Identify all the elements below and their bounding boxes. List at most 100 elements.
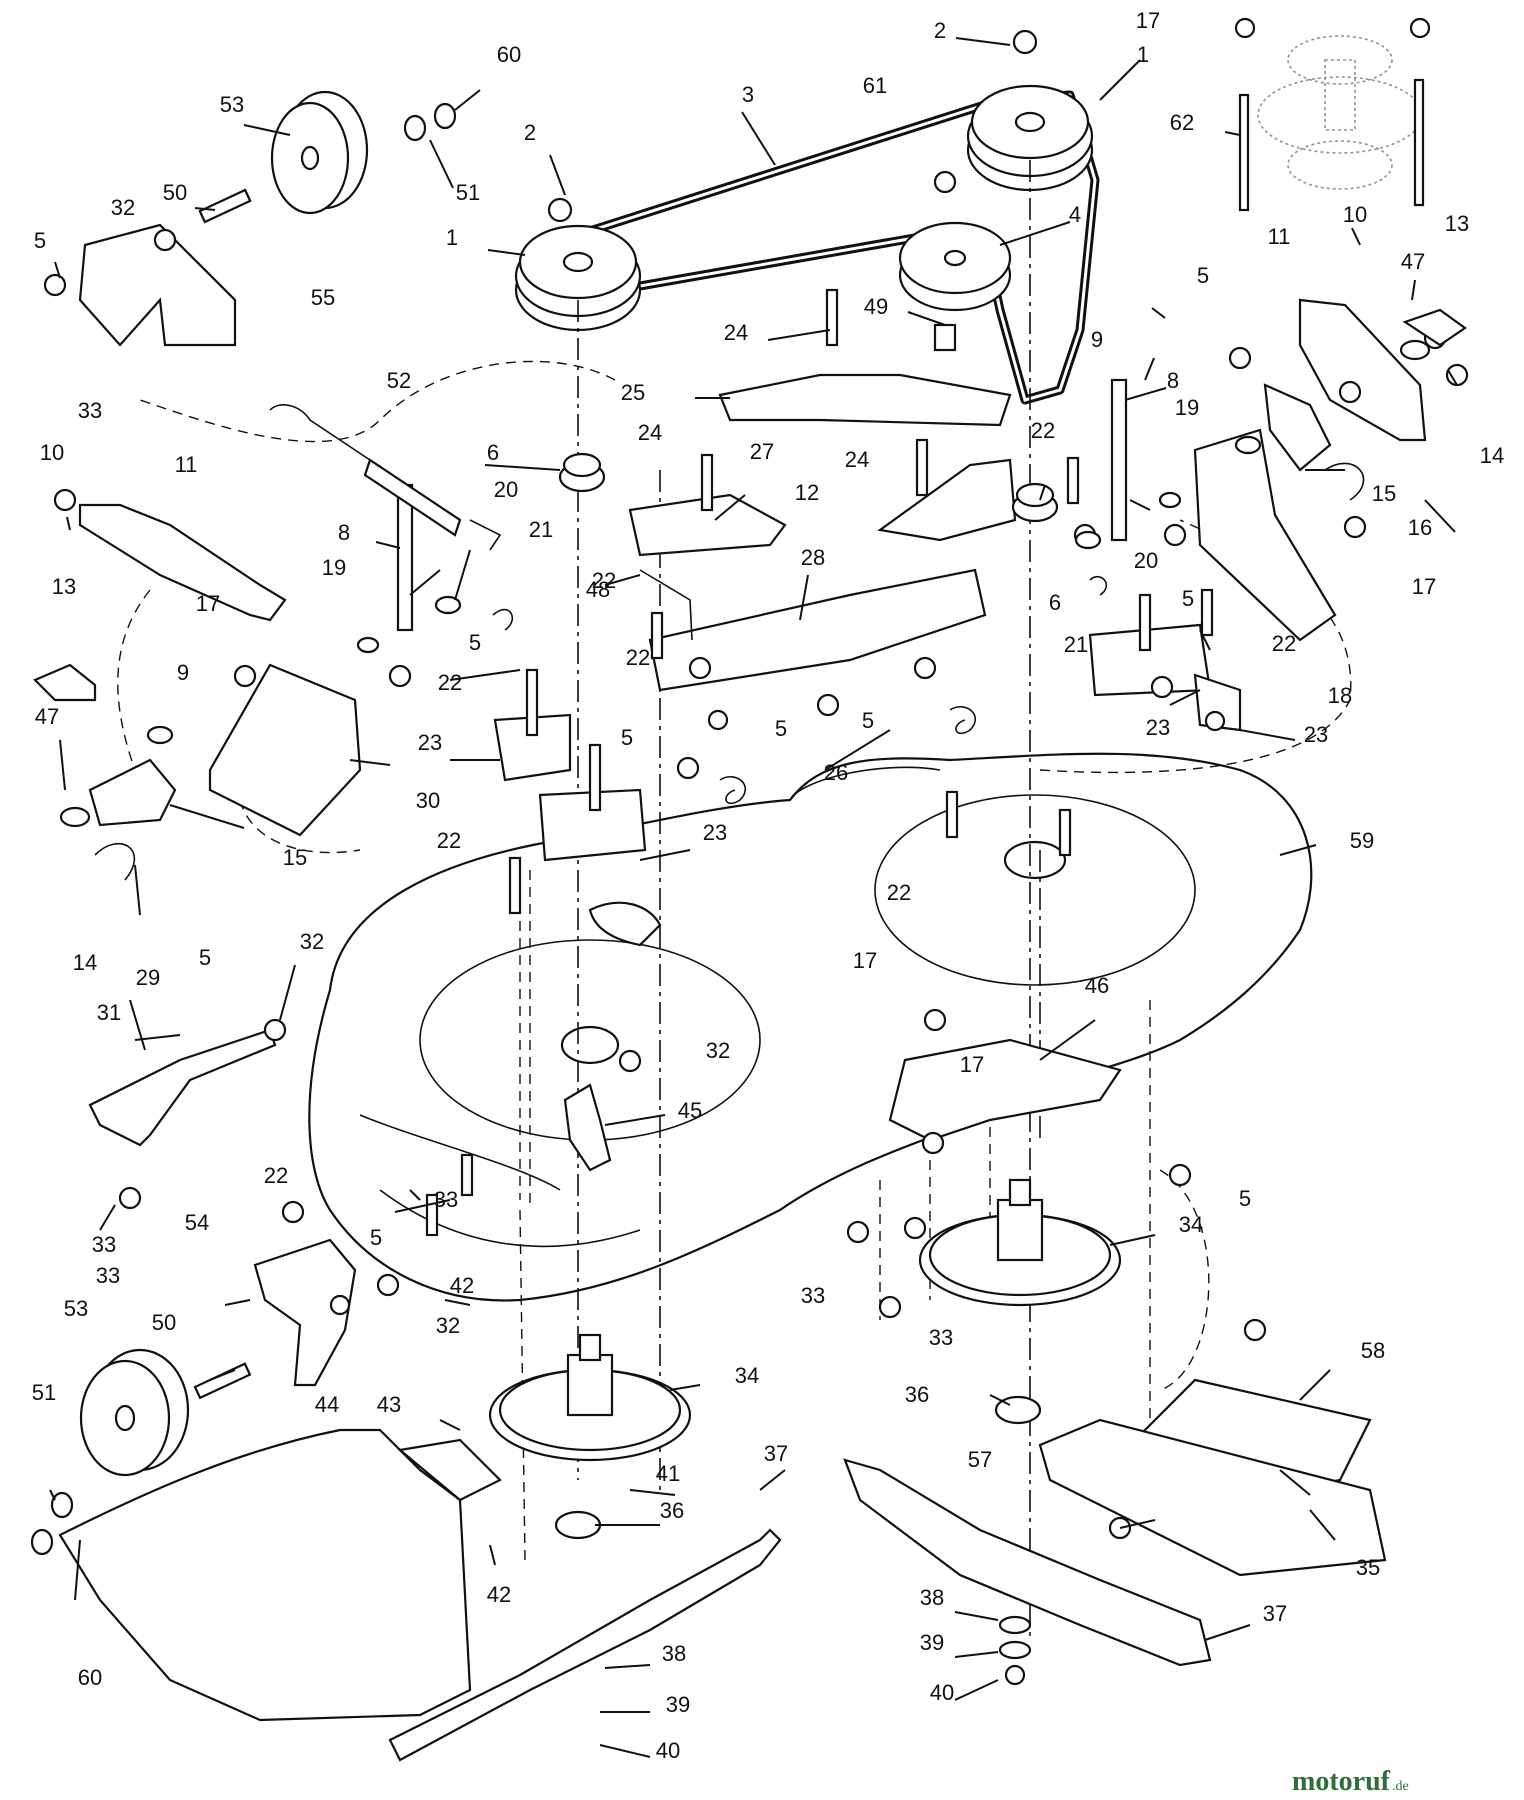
part-label-11: 11	[1268, 224, 1291, 249]
part-label-5: 5	[34, 228, 46, 253]
part-label-24: 24	[724, 320, 748, 345]
part-label-5: 5	[775, 716, 787, 741]
part-label-55: 55	[311, 285, 335, 310]
part-label-61: 61	[863, 73, 887, 98]
part-label-43: 43	[377, 1392, 401, 1417]
spindle-right	[918, 1178, 1122, 1307]
blade-left	[388, 1528, 782, 1762]
part-label-15: 15	[283, 845, 307, 870]
part-label-2: 2	[934, 18, 946, 43]
part-label-5: 5	[370, 1225, 382, 1250]
part-label-29: 29	[136, 965, 160, 990]
part-label-21: 21	[529, 517, 553, 542]
leader-lines	[49, 37, 1458, 1758]
part-label-53: 53	[220, 92, 244, 117]
part-label-32: 32	[111, 195, 135, 220]
part-label-4: 4	[1069, 202, 1081, 227]
part-label-5: 5	[1197, 263, 1209, 288]
part-label-39: 39	[666, 1692, 690, 1717]
part-label-13: 13	[1445, 211, 1469, 236]
part-label-22: 22	[592, 568, 616, 593]
part-label-5: 5	[199, 945, 211, 970]
part-label-8: 8	[1167, 368, 1179, 393]
part-label-22: 22	[1272, 631, 1296, 656]
rear-wheel	[79, 1348, 190, 1477]
part-label-37: 37	[764, 1441, 788, 1466]
part-label-47: 47	[35, 704, 59, 729]
part-label-13: 13	[52, 574, 76, 599]
blade-right	[843, 1458, 1212, 1667]
part-label-32: 32	[706, 1038, 730, 1063]
part-label-54: 54	[185, 1210, 209, 1235]
part-label-37: 37	[1263, 1601, 1287, 1626]
part-label-44: 44	[315, 1392, 339, 1417]
part-label-15: 15	[1372, 481, 1396, 506]
part-label-50: 50	[163, 180, 187, 205]
part-label-26: 26	[824, 760, 848, 785]
part-label-2: 2	[524, 120, 536, 145]
part-label-1: 1	[1137, 42, 1149, 67]
part-label-38: 38	[662, 1641, 686, 1666]
part-label-40: 40	[930, 1680, 954, 1705]
part-label-33: 33	[92, 1232, 116, 1257]
part-label-20: 20	[494, 477, 518, 502]
part-label-6: 6	[487, 440, 499, 465]
part-label-17: 17	[960, 1052, 984, 1077]
pulley-right	[966, 84, 1094, 192]
part-label-9: 9	[1091, 327, 1103, 352]
brackets	[33, 17, 1469, 1722]
part-label-25: 25	[621, 380, 645, 405]
part-label-18: 18	[1328, 683, 1352, 708]
part-label-33: 33	[929, 1325, 953, 1350]
part-label-45: 45	[678, 1098, 702, 1123]
part-label-33: 33	[801, 1283, 825, 1308]
part-label-20: 20	[1134, 548, 1158, 573]
part-label-5: 5	[862, 708, 874, 733]
part-label-14: 14	[1480, 443, 1504, 468]
part-label-24: 24	[638, 420, 662, 445]
part-label-1: 1	[446, 225, 458, 250]
part-label-53: 53	[64, 1296, 88, 1321]
mower-deck-housing	[308, 752, 1313, 1302]
part-label-60: 60	[78, 1665, 102, 1690]
part-label-16: 16	[1408, 515, 1432, 540]
part-label-40: 40	[656, 1738, 680, 1763]
part-label-35: 35	[1356, 1555, 1380, 1580]
front-wheel	[270, 90, 369, 215]
part-label-34: 34	[735, 1363, 759, 1388]
part-label-58: 58	[1361, 1338, 1385, 1363]
part-label-42: 42	[450, 1273, 474, 1298]
watermark-suffix: .de	[1392, 1779, 1409, 1794]
part-label-47: 47	[1401, 249, 1425, 274]
part-label-32: 32	[436, 1313, 460, 1338]
part-label-22: 22	[626, 645, 650, 670]
part-label-24: 24	[845, 447, 869, 472]
ghost-pulley	[1257, 35, 1423, 190]
spindle-left	[488, 1333, 692, 1462]
part-label-12: 12	[795, 480, 819, 505]
part-label-39: 39	[920, 1630, 944, 1655]
part-label-46: 46	[1085, 973, 1109, 998]
part-label-41: 41	[656, 1461, 680, 1486]
part-label-23: 23	[418, 730, 442, 755]
part-label-23: 23	[703, 820, 727, 845]
part-label-3: 3	[742, 82, 754, 107]
part-label-33: 33	[96, 1263, 120, 1288]
part-label-22: 22	[437, 828, 461, 853]
part-label-59: 59	[1350, 828, 1374, 853]
part-label-17: 17	[1412, 574, 1436, 599]
part-label-36: 36	[660, 1498, 684, 1523]
alignment-lines	[117, 160, 1352, 1640]
part-label-5: 5	[469, 630, 481, 655]
part-label-17: 17	[1136, 8, 1160, 33]
part-label-57: 57	[968, 1447, 992, 1472]
part-label-5: 5	[621, 725, 633, 750]
part-label-10: 10	[1343, 202, 1367, 227]
part-number-labels: 1122345555555555668899101011111213131414…	[32, 8, 1504, 1763]
part-label-30: 30	[416, 788, 440, 813]
pulley-left	[514, 224, 642, 332]
part-label-22: 22	[1031, 418, 1055, 443]
part-label-52: 52	[387, 368, 411, 393]
part-label-51: 51	[32, 1380, 56, 1405]
